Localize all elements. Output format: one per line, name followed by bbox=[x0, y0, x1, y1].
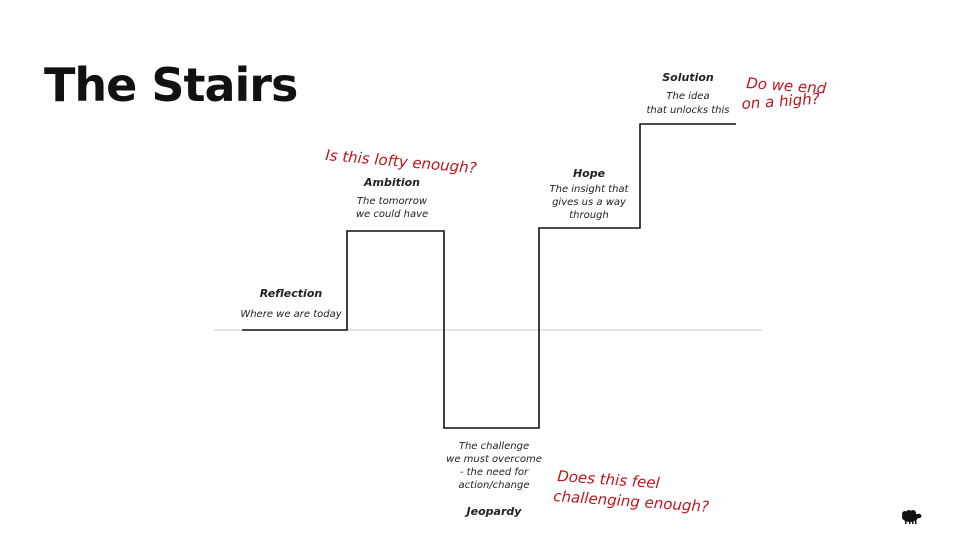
ambition-line-1: The tomorrow bbox=[357, 196, 428, 207]
solution-line-2: that unlocks this bbox=[647, 105, 730, 116]
annotation-lofty: Is this lofty enough? bbox=[325, 146, 478, 177]
jeopardy-heading: Jeopardy bbox=[465, 505, 523, 518]
slide-title: The Stairs bbox=[44, 58, 298, 112]
jeopardy-line-1: The challenge bbox=[459, 441, 529, 452]
ambition-heading: Ambition bbox=[363, 176, 420, 189]
jeopardy-line-3: - the need for bbox=[460, 467, 529, 478]
jeopardy-line-4: action/change bbox=[459, 480, 530, 491]
annotation-high-line-2: on a high? bbox=[741, 90, 820, 113]
stairs-path bbox=[242, 123, 736, 429]
hope-line-1: The insight that bbox=[550, 184, 630, 195]
reflection-heading: Reflection bbox=[260, 287, 323, 300]
solution-line-1: The idea bbox=[666, 91, 709, 102]
reflection-line-1: Where we are today bbox=[240, 309, 342, 320]
annotation-challenging-line-2: challenging enough? bbox=[553, 487, 710, 516]
solution-heading: Solution bbox=[662, 71, 714, 84]
sheep-logo-icon bbox=[902, 510, 922, 524]
hope-line-2: gives us a way bbox=[552, 197, 627, 208]
jeopardy-line-2: we must overcome bbox=[446, 454, 542, 465]
annotation-high-line-1: Do we end bbox=[746, 74, 828, 98]
ambition-line-2: we could have bbox=[356, 209, 428, 220]
hope-heading: Hope bbox=[573, 167, 606, 180]
hope-line-3: through bbox=[569, 210, 609, 221]
